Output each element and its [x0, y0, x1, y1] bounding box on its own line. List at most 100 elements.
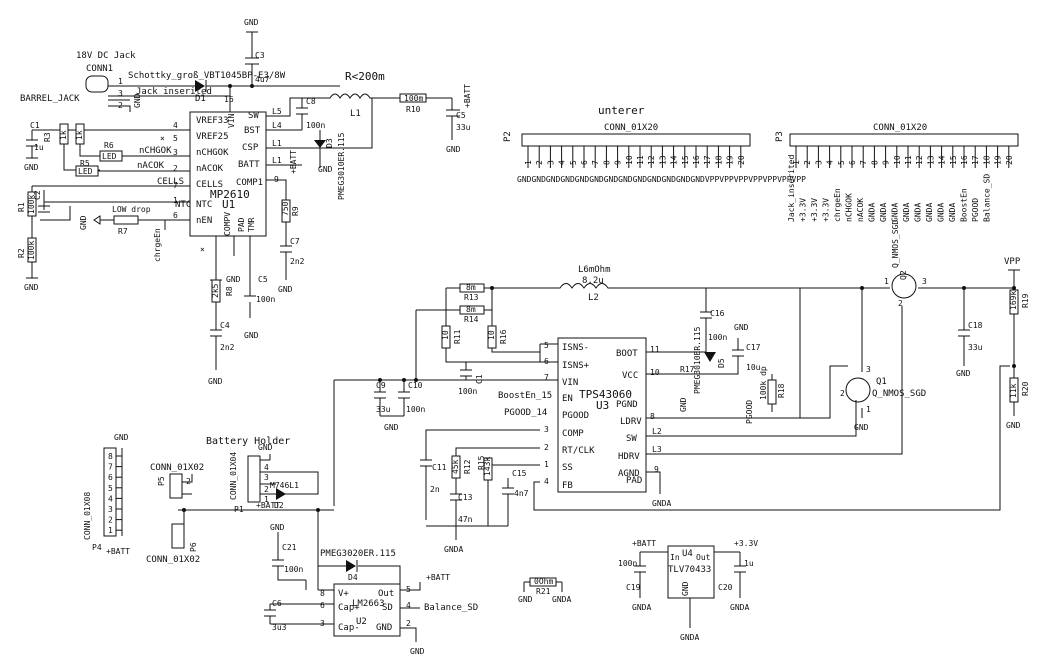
- svg-text:PGOOD: PGOOD: [745, 400, 754, 424]
- p2-pin-number: 10: [625, 155, 634, 165]
- svg-text:COMP1: COMP1: [236, 178, 263, 188]
- svg-text:100n: 100n: [708, 333, 727, 342]
- dc-jack-label: 18V DC Jack: [76, 51, 136, 61]
- svg-text:Q2: Q2: [899, 270, 908, 280]
- p4-pin-number: 8: [108, 452, 113, 461]
- svg-text:169k: 169k: [1009, 291, 1018, 310]
- svg-text:R6: R6: [104, 141, 114, 150]
- svg-text:C7: C7: [290, 237, 300, 246]
- p1-body: [247, 455, 261, 503]
- jack-inserted-net: Jack_inserited: [136, 87, 212, 97]
- svg-text:AGND: AGND: [618, 469, 640, 479]
- svg-text:4u7: 4u7: [255, 75, 270, 84]
- svg-text:C6: C6: [272, 599, 282, 608]
- svg-text:Q_NMOS_SGD: Q_NMOS_SGD: [872, 389, 926, 399]
- dc-jack-section: 18V DC Jack CONN1 BARREL_JACK 1 3 2 Jack…: [17, 18, 472, 386]
- svg-text:R15: R15: [477, 455, 486, 470]
- svg-text:D5: D5: [717, 358, 726, 368]
- d2-diode: [276, 488, 286, 500]
- svg-text:EN: EN: [562, 394, 573, 404]
- svg-text:nACOK: nACOK: [137, 161, 165, 171]
- p3-pin-number: 11: [904, 155, 913, 165]
- svg-text:BST: BST: [244, 126, 261, 136]
- svg-text:1: 1: [264, 495, 269, 504]
- svg-text:L6mOhm: L6mOhm: [578, 265, 611, 275]
- unterer-label: unterer: [598, 104, 645, 117]
- svg-text:7: 7: [544, 373, 549, 382]
- p3-net-label: GNDA: [914, 203, 923, 222]
- svg-text:LOW drop: LOW drop: [112, 205, 151, 214]
- svg-text:2: 2: [264, 485, 269, 494]
- svg-text:4: 4: [544, 477, 549, 486]
- svg-text:CELLS: CELLS: [196, 180, 223, 190]
- d4-diode: [346, 560, 356, 572]
- svg-text:3: 3: [544, 425, 549, 434]
- p2-pin-number: 2: [535, 160, 544, 165]
- svg-text:VCC: VCC: [622, 371, 638, 381]
- svg-text:L4: L4: [272, 121, 282, 130]
- svg-text:GND: GND: [679, 397, 688, 412]
- svg-text:BATT: BATT: [238, 160, 260, 170]
- svg-text:1: 1: [866, 405, 871, 414]
- conn1-ref: CONN1: [86, 64, 113, 74]
- p3-net-label: chrgeEn: [833, 188, 842, 222]
- svg-text:8.2u: 8.2u: [582, 276, 604, 286]
- svg-text:C10: C10: [408, 381, 423, 390]
- p3-net-label: +3.3V: [810, 198, 819, 222]
- u1-part: MP2610: [210, 188, 250, 201]
- svg-text:11: 11: [650, 345, 660, 354]
- svg-text:nCHGOK: nCHGOK: [196, 148, 229, 158]
- svg-text:BoostEn_15: BoostEn_15: [498, 391, 552, 401]
- svg-text:33u: 33u: [456, 123, 471, 132]
- svg-text:GND: GND: [384, 423, 399, 432]
- p3-net-label: GNDA: [879, 203, 888, 222]
- p2-body: [521, 133, 751, 147]
- svg-text:C5: C5: [456, 111, 466, 120]
- svg-text:1: 1: [118, 77, 123, 86]
- p3-pin-number: 2: [803, 160, 812, 165]
- p4-pin-number: 6: [108, 473, 113, 482]
- p2-pin-number: 3: [546, 160, 555, 165]
- svg-text:GND: GND: [226, 275, 241, 284]
- svg-text:3: 3: [264, 473, 269, 482]
- svg-text:VIN: VIN: [562, 378, 578, 388]
- l2-inductor: [486, 283, 800, 289]
- svg-text:D4: D4: [348, 573, 358, 582]
- svg-text:GND: GND: [270, 523, 285, 532]
- svg-text:NTC: NTC: [196, 200, 212, 210]
- svg-text:PMEG3010ER.115: PMEG3010ER.115: [693, 326, 702, 394]
- svg-text:CONN_01X20: CONN_01X20: [873, 123, 927, 133]
- svg-text:GND: GND: [681, 581, 690, 596]
- svg-text:L5: L5: [272, 107, 282, 116]
- svg-text:C8: C8: [306, 97, 316, 106]
- svg-text:3: 3: [866, 365, 871, 374]
- p3-pin-number: 5: [837, 160, 846, 165]
- p3-pin-number: 10: [893, 155, 902, 165]
- p3-pin-number: 3: [814, 160, 823, 165]
- svg-text:SD: SD: [382, 603, 393, 613]
- p3-pin-number: 20: [1005, 155, 1014, 165]
- p2-nets: GNDGNDGNDGNDGNDGNDGNDGNDGNDGNDGNDGNDGNDV…: [517, 175, 806, 184]
- svg-text:1u: 1u: [34, 143, 44, 152]
- r7-resistor: [113, 215, 139, 225]
- svg-text:33u: 33u: [968, 343, 983, 352]
- svg-text:FB: FB: [562, 481, 573, 491]
- svg-text:C1: C1: [475, 374, 484, 384]
- svg-text:GND: GND: [208, 377, 223, 386]
- svg-text:3u3: 3u3: [272, 623, 287, 632]
- p3-pin-number: 13: [926, 155, 935, 165]
- p3-net-label: nACOK: [856, 198, 865, 222]
- svg-text:100n: 100n: [618, 559, 637, 568]
- svg-text:2: 2: [840, 389, 845, 398]
- svg-text:CELLS: CELLS: [157, 177, 184, 187]
- p2-pin-number: 1: [524, 160, 533, 165]
- svg-text:GNDA: GNDA: [652, 499, 671, 508]
- svg-text:100n: 100n: [306, 121, 325, 130]
- svg-text:100n: 100n: [284, 565, 303, 574]
- svg-text:GND: GND: [79, 215, 88, 230]
- p2-pin-number: 20: [737, 155, 746, 165]
- svg-text:C11: C11: [432, 463, 447, 472]
- svg-text:GND: GND: [734, 323, 749, 332]
- svg-text:100n: 100n: [256, 295, 275, 304]
